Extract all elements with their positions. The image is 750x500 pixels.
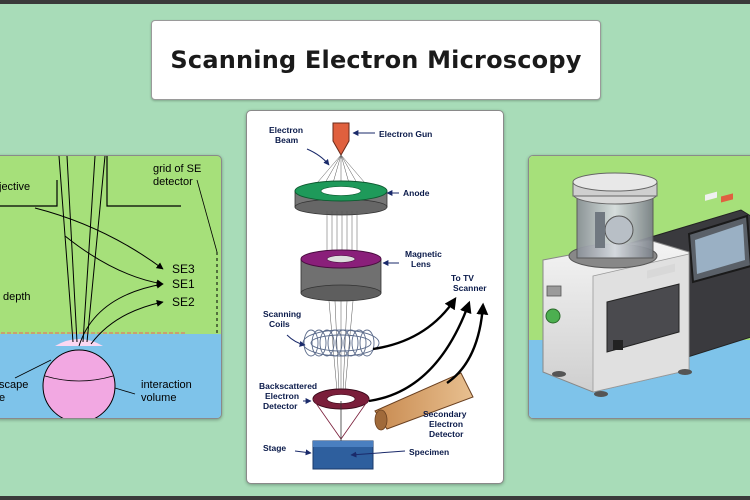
se1-trajectory-a xyxy=(64,235,164,287)
objective-outline-right xyxy=(106,156,181,207)
label-electron-beam-2: Beam xyxy=(275,135,299,145)
beam-line-4 xyxy=(86,156,106,343)
label-electron-gun: Electron Gun xyxy=(379,129,432,139)
screen-widget-1 xyxy=(705,191,717,201)
touchscreen-display xyxy=(695,224,745,274)
anode-hole xyxy=(320,186,362,196)
status-light xyxy=(545,308,561,324)
page-title: Scanning Electron Microscopy xyxy=(170,46,582,74)
label-electron-beam-1: Electron xyxy=(269,125,303,135)
signal-arrow-1 xyxy=(372,297,457,351)
interaction-volume-diagram: jective grid of SE detector SE3 SE1 SE2 … xyxy=(0,156,221,418)
label-to-tv-1: To TV xyxy=(451,273,474,283)
specimen-stage-top xyxy=(313,441,373,447)
sem-instrument-illustration xyxy=(529,156,750,418)
front-panel xyxy=(606,283,680,353)
label-magnetic-lens-1: Magnetic xyxy=(405,249,442,259)
se3-label: SE3 xyxy=(172,262,195,276)
label-stage: Stage xyxy=(263,443,286,453)
se1-trajectory-b xyxy=(78,281,164,347)
escape-zone xyxy=(55,339,103,346)
label-magnetic-lens-2: Lens xyxy=(411,259,431,269)
electron-gun xyxy=(332,122,350,157)
objective-label: jective xyxy=(0,181,30,193)
sem-column-diagram: Electron Beam Electron Gun Anode Magneti… xyxy=(259,122,489,470)
escape-depth-boundary xyxy=(44,375,114,382)
se2-trajectory xyxy=(90,299,164,345)
magnetic-lens-bottom xyxy=(300,284,382,302)
objective-outline-left xyxy=(0,180,58,207)
power-switch xyxy=(613,340,623,350)
brand-plate xyxy=(647,263,675,279)
top-frame-bar xyxy=(0,0,750,4)
magnetic-lens-hole xyxy=(326,255,356,263)
beam-lines-converging xyxy=(328,300,354,392)
se2-label: SE2 xyxy=(172,295,195,309)
grid-label-line1: grid of SE xyxy=(153,163,201,175)
signal-arrow-2 xyxy=(368,300,472,403)
label-secondary-2: Electron xyxy=(429,419,463,429)
bottom-frame-bar xyxy=(0,496,750,500)
chamber-electrode xyxy=(595,212,605,248)
beam-line-3 xyxy=(82,156,96,343)
label-backscattered-3: Detector xyxy=(263,401,298,411)
interaction-label-line2: volume xyxy=(141,392,176,404)
label-scanning-coils-2: Coils xyxy=(269,319,290,329)
se1-label: SE1 xyxy=(172,277,195,291)
foot-front xyxy=(594,391,608,397)
label-specimen: Specimen xyxy=(409,447,449,457)
interaction-label-line1: interaction xyxy=(141,379,192,391)
signal-arrow-3 xyxy=(446,302,489,384)
escape-label-line2: e xyxy=(0,392,5,404)
beam-fan-upper xyxy=(316,154,366,184)
chamber-lid-top xyxy=(572,172,658,192)
label-backscattered-2: Electron xyxy=(265,391,299,401)
escape-label-line1: scape xyxy=(0,379,28,391)
grid-label-line2: detector xyxy=(153,176,193,188)
beam-lines-middle xyxy=(326,211,358,251)
foot-right xyxy=(678,369,692,375)
label-to-tv-2: Scanner xyxy=(453,283,487,293)
chamber-target xyxy=(604,215,634,245)
escape-pointer xyxy=(14,359,52,379)
label-secondary-3: Detector xyxy=(429,429,464,439)
foot-left xyxy=(552,371,566,377)
beam-line-2 xyxy=(66,156,78,343)
secondary-detector-mouth xyxy=(374,409,388,431)
depth-label: depth xyxy=(3,291,31,303)
screen-widget-2 xyxy=(721,193,733,203)
beam-line-1 xyxy=(58,156,74,343)
label-secondary-1: Secondary xyxy=(423,409,467,419)
sem-instrument-panel xyxy=(528,155,750,419)
side-port xyxy=(546,285,562,297)
label-pointers xyxy=(286,130,406,458)
grid-pointer-line xyxy=(196,179,218,253)
interaction-volume-panel: jective grid of SE detector SE3 SE1 SE2 … xyxy=(0,155,222,419)
title-box: Scanning Electron Microscopy xyxy=(151,20,601,100)
interaction-volume-bulb xyxy=(42,349,116,418)
se3-trajectory xyxy=(34,207,164,270)
label-backscattered-1: Backscattered xyxy=(259,381,317,391)
sem-schematic-panel: Electron Beam Electron Gun Anode Magneti… xyxy=(246,110,504,484)
label-scanning-coils-1: Scanning xyxy=(263,309,301,319)
label-anode: Anode xyxy=(403,188,430,198)
interaction-pointer xyxy=(114,387,136,395)
